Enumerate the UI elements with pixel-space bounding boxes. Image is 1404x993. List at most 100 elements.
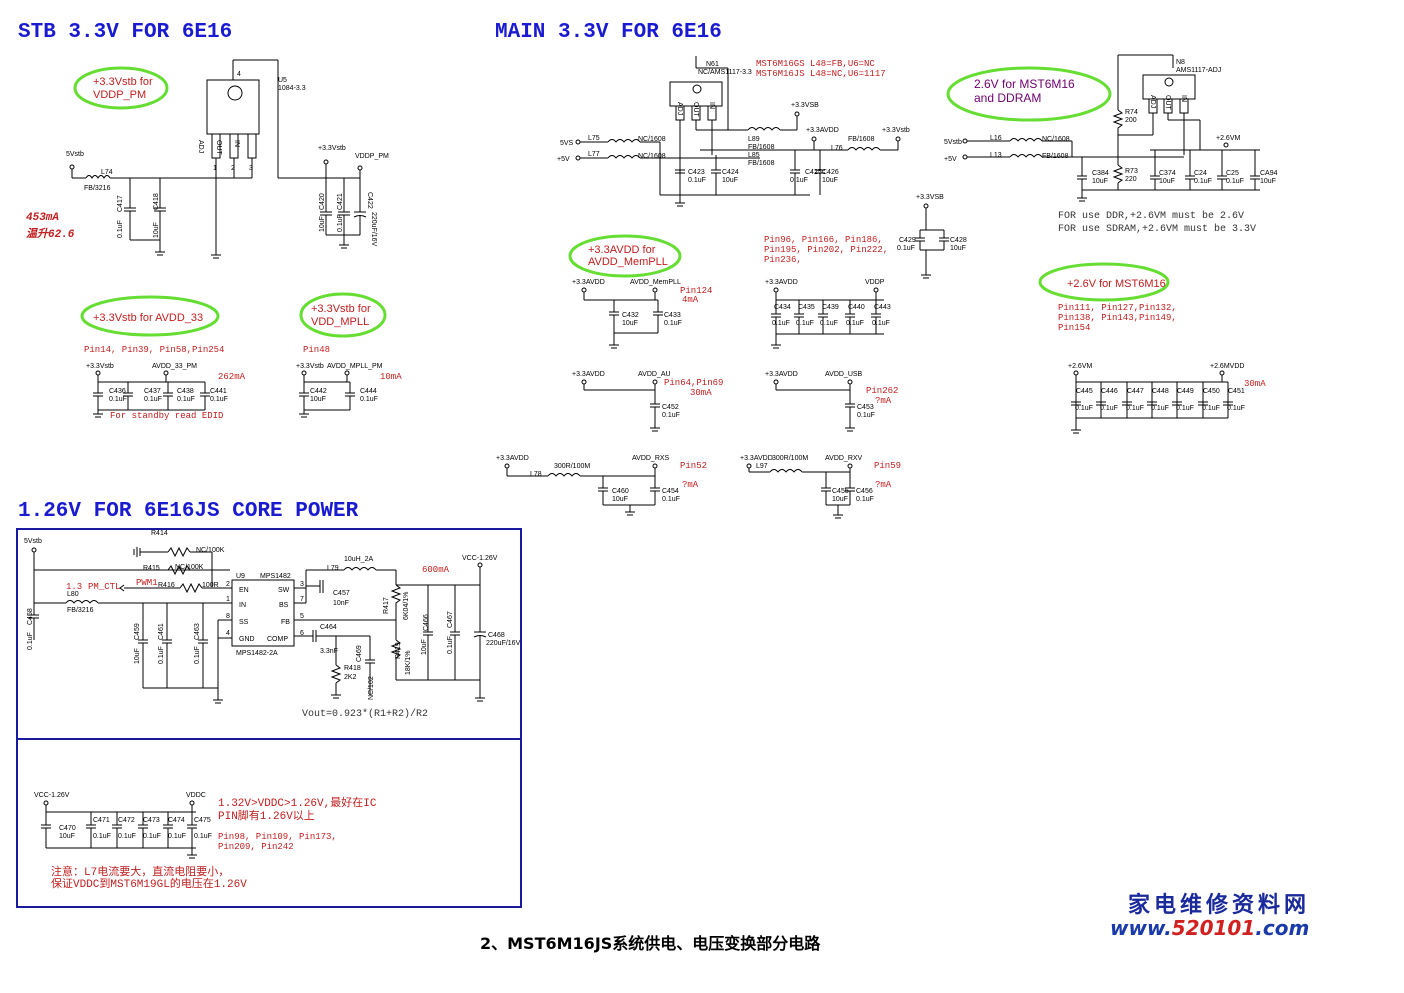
svg-text:220uF/16V: 220uF/16V — [370, 212, 377, 247]
svg-text:VDDP_PM: VDDP_PM — [93, 89, 146, 101]
svg-text:C443: C443 — [874, 304, 891, 311]
svg-text:Pin14, Pin39, Pin58,Pin254: Pin14, Pin39, Pin58,Pin254 — [84, 345, 224, 355]
svg-text:AVDD_RXV: AVDD_RXV — [825, 455, 863, 462]
svg-text:C458: C458 — [27, 608, 34, 625]
svg-text:Pin124: Pin124 — [680, 286, 712, 296]
svg-text:5Vstb: 5Vstb — [24, 538, 42, 545]
svg-text:0.1uF: 0.1uF — [143, 833, 161, 840]
svg-text:IN: IN — [233, 140, 240, 147]
svg-text:VDD_MPLL: VDD_MPLL — [311, 316, 369, 328]
svg-text:VCC-1.26V: VCC-1.26V — [462, 555, 498, 562]
svg-text:C473: C473 — [143, 817, 160, 824]
ddr-output: +2.6VM C374 10uF C24 0.1uF C25 0.1uF CA9… — [1058, 119, 1278, 235]
svg-text:0.1uF: 0.1uF — [194, 646, 201, 664]
svg-text:C450: C450 — [1203, 388, 1220, 395]
svg-text:C447: C447 — [1127, 388, 1144, 395]
svg-text:Vout=0.923*(R1+R2)/R2: Vout=0.923*(R1+R2)/R2 — [302, 708, 428, 720]
svg-text:10uF: 10uF — [612, 496, 628, 503]
svg-text:0.1uF: 0.1uF — [820, 320, 838, 327]
svg-text:FB: FB — [281, 619, 290, 626]
svg-text:Pin98, Pin109, Pin173,: Pin98, Pin109, Pin173, — [218, 832, 337, 842]
mst26-block: Pin111, Pin127,Pin132, Pin138, Pin143,Pi… — [1058, 303, 1266, 434]
svg-text:C463: C463 — [194, 623, 201, 640]
svg-text:SS: SS — [239, 619, 249, 626]
svg-text:R417: R417 — [383, 597, 390, 614]
svg-text:0.1uF: 0.1uF — [662, 412, 680, 419]
svg-text:IN: IN — [1180, 95, 1187, 102]
bubble-vdd-mpll: +3.3Vstb for VDD_MPLL — [299, 292, 387, 338]
svg-text:+2.6VM: +2.6VM — [1068, 363, 1092, 370]
svg-text:NC/AMS1117-3.3: NC/AMS1117-3.3 — [698, 69, 752, 76]
svg-text:C424: C424 — [722, 169, 739, 176]
core-converter: 5Vstb R414 NC/100K R415 NC/100K 1.3 PM_C… — [24, 530, 521, 720]
section-title-main: MAIN 3.3V FOR 6E16 — [495, 21, 722, 44]
svg-text:L80: L80 — [67, 591, 79, 598]
svg-text:5Vstb: 5Vstb — [66, 151, 84, 158]
svg-text:0.1uF: 0.1uF — [664, 320, 682, 327]
svg-text:2: 2 — [226, 581, 230, 588]
svg-text:7: 7 — [300, 596, 304, 603]
vddc-box — [16, 738, 522, 908]
svg-text:L89: L89 — [748, 136, 760, 143]
svg-text:U9: U9 — [236, 573, 245, 580]
svg-text:C439: C439 — [822, 304, 839, 311]
figure-caption: 2、MST6M16JS系统供电、电压变换部分电路 — [480, 934, 821, 953]
svg-text:+3.3AVDD: +3.3AVDD — [806, 127, 839, 134]
vddc-block: VCC-1.26V VDDC C470 10uF — [34, 792, 377, 891]
bubble-mst-26: +2.6V for MST6M16 — [1038, 262, 1170, 302]
svg-text:SW: SW — [278, 587, 290, 594]
svg-text:OUT: OUT — [692, 102, 699, 118]
svg-text:6K04/1%: 6K04/1% — [403, 592, 410, 620]
svg-text:220: 220 — [1125, 176, 1137, 183]
svg-text:NC/1608: NC/1608 — [638, 136, 666, 143]
svg-text:R73: R73 — [1125, 168, 1138, 175]
svg-text:NC/1608: NC/1608 — [1042, 136, 1070, 143]
svg-text:U5: U5 — [278, 77, 287, 84]
svg-text:C457: C457 — [333, 590, 350, 597]
svg-text:0.1uF: 0.1uF — [1075, 405, 1093, 412]
ddr-regulator-n8: N8 AMS1117-ADJ ADJ OUT IN R74 200 R73 22… — [1112, 54, 1221, 190]
svg-text:10uF: 10uF — [622, 320, 638, 327]
mempll-block: +3.3AVDD AVDD_MemPLL Pin124 4mA C432 10u… — [572, 279, 712, 349]
svg-text:10uF: 10uF — [950, 245, 966, 252]
svg-text:C456: C456 — [856, 488, 873, 495]
svg-text:AVDD_AU: AVDD_AU — [638, 371, 671, 378]
stb-regulator-u5: 4 1 2 3 ADJ OUT IN U5 1084-3.3 — [197, 59, 306, 259]
svg-text:C425: C425 — [805, 169, 822, 176]
svg-text:+3.3Vstb: +3.3Vstb — [296, 363, 324, 370]
svg-text:L78: L78 — [530, 471, 542, 478]
svg-text:C446: C446 — [1101, 388, 1118, 395]
svg-text:C437: C437 — [144, 388, 161, 395]
svg-text:For standby read EDID: For standby read EDID — [110, 411, 223, 421]
svg-text:C454: C454 — [662, 488, 679, 495]
svg-text:Pin59: Pin59 — [874, 461, 901, 471]
svg-text:C374: C374 — [1159, 170, 1176, 177]
svg-text:0.1uF: 0.1uF — [1100, 405, 1118, 412]
svg-text:C438: C438 — [177, 388, 194, 395]
svg-text:GND: GND — [239, 636, 255, 643]
svg-text:VDDP: VDDP — [865, 279, 885, 286]
svg-text:Pin111, Pin127,Pin132,: Pin111, Pin127,Pin132, — [1058, 303, 1177, 313]
svg-text:C451: C451 — [1228, 388, 1245, 395]
svg-text:+2.6V for MST6M16: +2.6V for MST6M16 — [1067, 278, 1166, 290]
svg-text:5: 5 — [300, 613, 304, 620]
svg-text:AMS1117-ADJ: AMS1117-ADJ — [1176, 67, 1221, 74]
svg-text:4mA: 4mA — [682, 295, 699, 305]
svg-text:C469: C469 — [356, 645, 363, 662]
svg-text:NC/1608: NC/1608 — [638, 153, 666, 160]
svg-text:C455: C455 — [832, 488, 849, 495]
svg-text:FB/1608: FB/1608 — [848, 136, 875, 143]
svg-text:C433: C433 — [664, 312, 681, 319]
svg-text:0.1uF: 0.1uF — [27, 632, 34, 650]
svg-text:MPS1482: MPS1482 — [260, 573, 291, 580]
svg-text:L97: L97 — [756, 463, 768, 470]
svg-text:C475: C475 — [194, 817, 211, 824]
svg-text:0.1uF: 0.1uF — [1151, 405, 1169, 412]
svg-text:?mA: ?mA — [875, 480, 892, 490]
svg-text:300R/100M: 300R/100M — [554, 463, 590, 470]
svg-text:FOR use SDRAM,+2.6VM must be 3: FOR use SDRAM,+2.6VM must be 3.3V — [1058, 223, 1256, 235]
svg-text:+5V: +5V — [944, 156, 957, 163]
stb-input-filter: 5Vstb L74 FB/3216 0.1uF C417 10uF C418 4… — [26, 151, 252, 256]
svg-text:C436: C436 — [109, 388, 126, 395]
